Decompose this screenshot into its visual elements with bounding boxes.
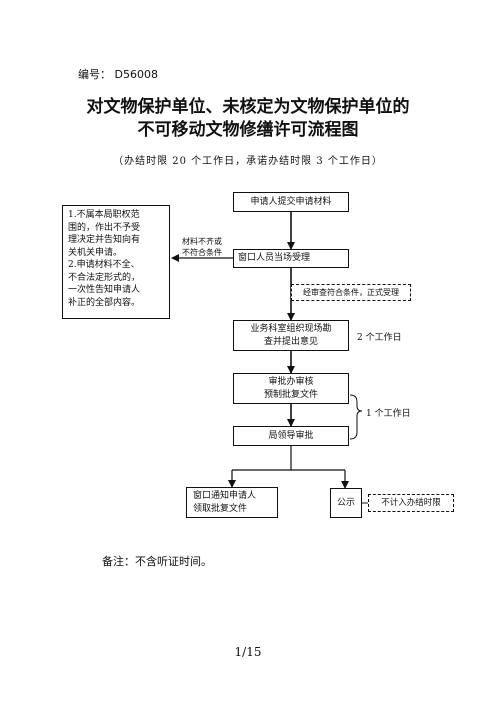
step-approval-review-line1: 审批办审核 bbox=[268, 376, 314, 387]
step-submit-application: 申请人提交申请材料 bbox=[233, 192, 349, 212]
step-approval-review-line2: 预制批复文件 bbox=[263, 389, 318, 400]
review-approval-duration: 1 个工作日 bbox=[366, 409, 411, 419]
reject-condition-label: 材料不齐或 不符合条件 bbox=[182, 236, 222, 258]
acceptance-condition-label: 经审查符合条件，正式受理 bbox=[303, 288, 399, 297]
document-number: 编号： D56008 bbox=[78, 68, 158, 81]
page-title-line1: 对文物保护单位、未核定为文物保护单位的 bbox=[86, 97, 410, 117]
rejection-item-2: 2.申请材料不全、 不合法定形式的， 一次性告知申请人 补正的全部内容。 bbox=[68, 260, 141, 308]
step-window-acceptance-label: 窗口人员当场受理 bbox=[238, 253, 311, 263]
step-publicity-label: 公示 bbox=[336, 497, 355, 508]
step-leader-approval-label: 局领导审批 bbox=[268, 430, 314, 441]
step-approval-review: 审批办审核 预制批复文件 bbox=[233, 373, 349, 404]
step-site-inspection: 业务科室组织现场勘 查并提出意见 bbox=[233, 320, 349, 351]
reject-condition-line1: 材料不齐或 bbox=[182, 237, 222, 246]
acceptance-condition-note: 经审查符合条件，正式受理 bbox=[291, 284, 411, 301]
step-publicity: 公示 bbox=[330, 488, 362, 518]
publicity-time-note: 不计入办结时限 bbox=[368, 494, 454, 512]
step-site-inspection-line1: 业务科室组织现场勘 bbox=[250, 323, 332, 334]
reject-condition-line2: 不符合条件 bbox=[182, 248, 222, 257]
step-window-acceptance: 窗口人员当场受理 bbox=[233, 249, 349, 268]
publicity-time-note-label: 不计入办结时限 bbox=[381, 497, 441, 508]
rejection-item-1: 1.不属本局职权范 围的，作出不予受 理决定并告知向有 关机关申请。 bbox=[68, 210, 141, 258]
brace-step4-step5 bbox=[349, 394, 363, 440]
step-site-inspection-duration: 2 个工作日 bbox=[357, 333, 402, 343]
step-notify-applicant-line1: 窗口通知申请人 bbox=[193, 490, 257, 501]
time-limit-note: （办结时限 20 个工作日，承诺办结时限 3 个工作日） bbox=[113, 156, 383, 167]
step-site-inspection-line2: 查并提出意见 bbox=[263, 336, 318, 347]
step-notify-applicant: 窗口通知申请人 领取批复文件 bbox=[186, 487, 278, 518]
rejection-handling-box: 1.不属本局职权范 围的，作出不予受 理决定并告知向有 关机关申请。 2.申请材… bbox=[62, 205, 170, 319]
step-notify-applicant-line2: 领取批复文件 bbox=[193, 503, 248, 514]
remarks-note: 备注：不含听证时间。 bbox=[102, 555, 212, 568]
step-leader-approval: 局领导审批 bbox=[233, 426, 349, 446]
page-number: 1/15 bbox=[234, 645, 262, 659]
page-title-line2: 不可移动文物修缮许可流程图 bbox=[137, 120, 359, 140]
step-submit-application-label: 申请人提交申请材料 bbox=[250, 196, 332, 207]
